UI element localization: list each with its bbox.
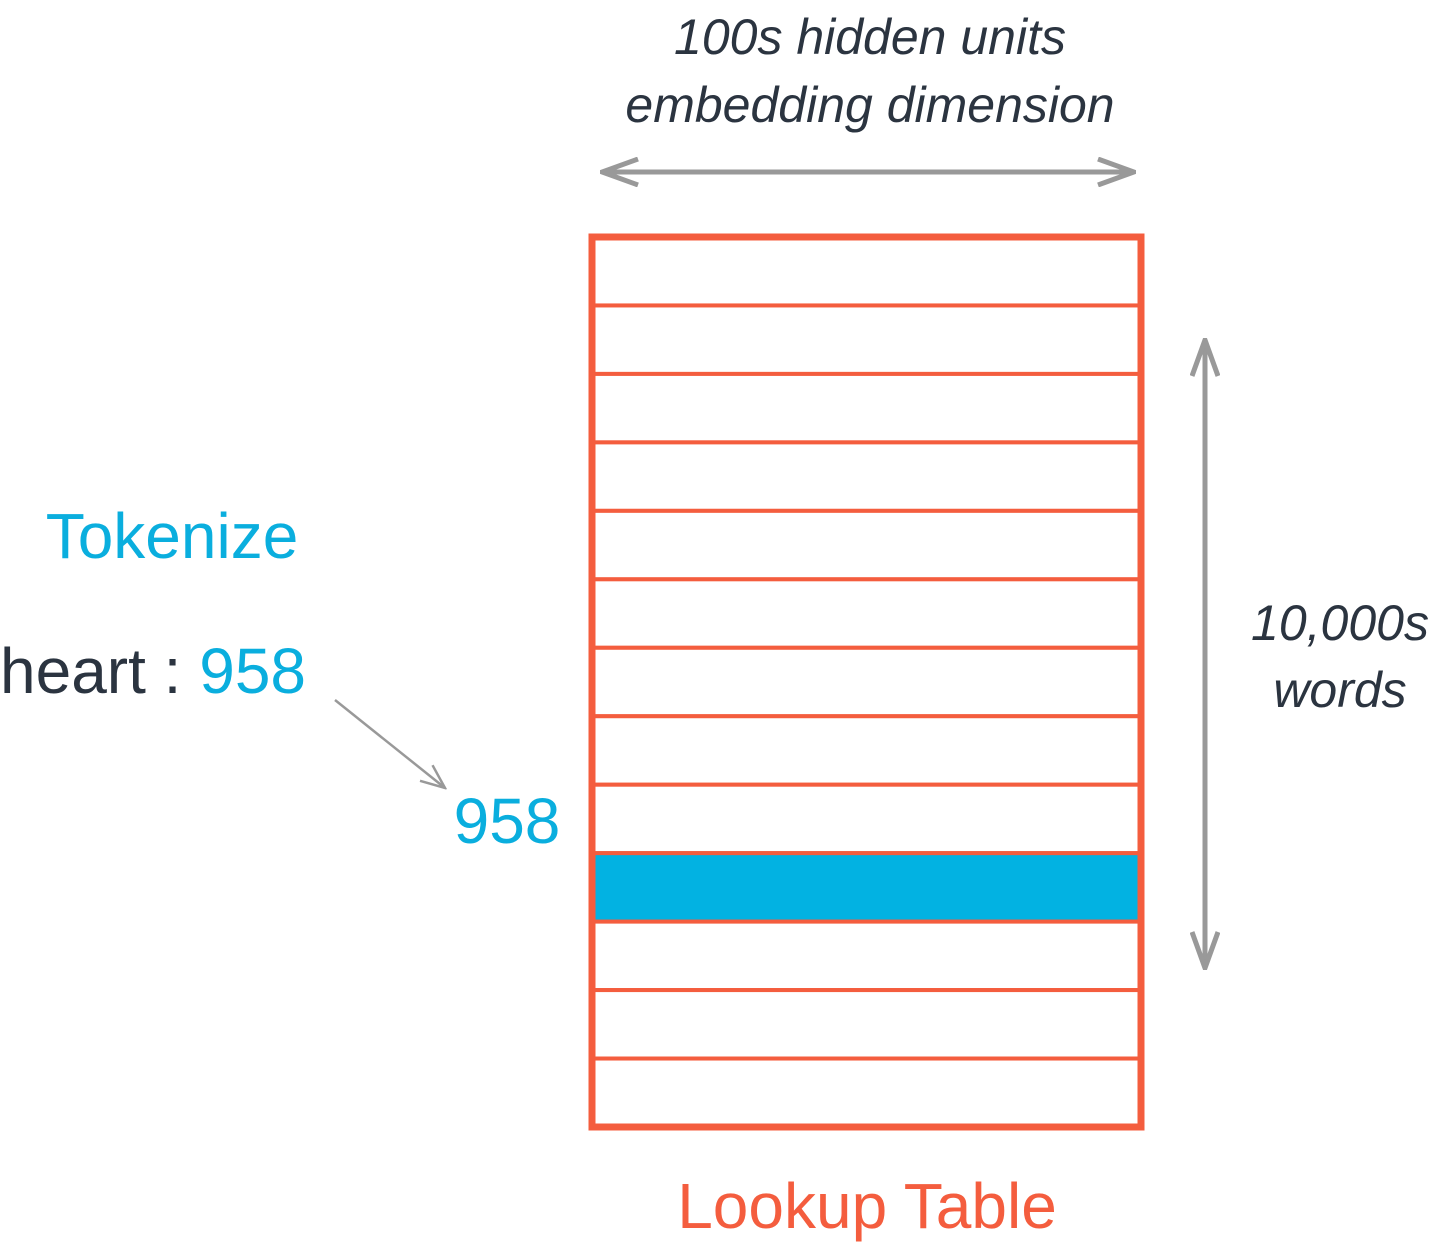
lookup-table-row [590,645,1143,719]
lookup-table-row [590,782,1143,856]
vocab-size-label-line1: 10,000s [1251,595,1429,651]
lookup-table-outline [588,233,1145,1131]
token-separator: : [146,635,199,707]
token-word: heart [0,635,146,707]
tokenize-mapping: heart : 958 [0,635,306,707]
lookup-table-row [590,919,1143,993]
lookup-table-row [590,988,1143,1061]
lookup-table-row [590,303,1143,376]
token-to-row-arrow [334,699,445,788]
lookup-table-row [590,1056,1143,1129]
embedding-dimension-label-line2: embedding dimension [625,77,1114,133]
tokenize-heading: Tokenize [46,500,299,572]
lookup-table [588,233,1145,1131]
lookup-table-row [590,440,1143,513]
lookup-table-row [590,508,1143,582]
embedding-dimension-label-line1: 100s hidden units [674,9,1066,65]
lookup-table-row [590,371,1143,445]
lookup-table-row [590,235,1143,308]
lookup-table-title: Lookup Table [677,1170,1057,1242]
lookup-table-row [590,714,1143,787]
lookup-table-row-highlighted [590,851,1143,924]
lookup-table-row [590,577,1143,650]
row-index-label: 958 [454,785,561,857]
token-id: 958 [199,635,306,707]
vocab-size-label-line2: words [1273,662,1406,718]
